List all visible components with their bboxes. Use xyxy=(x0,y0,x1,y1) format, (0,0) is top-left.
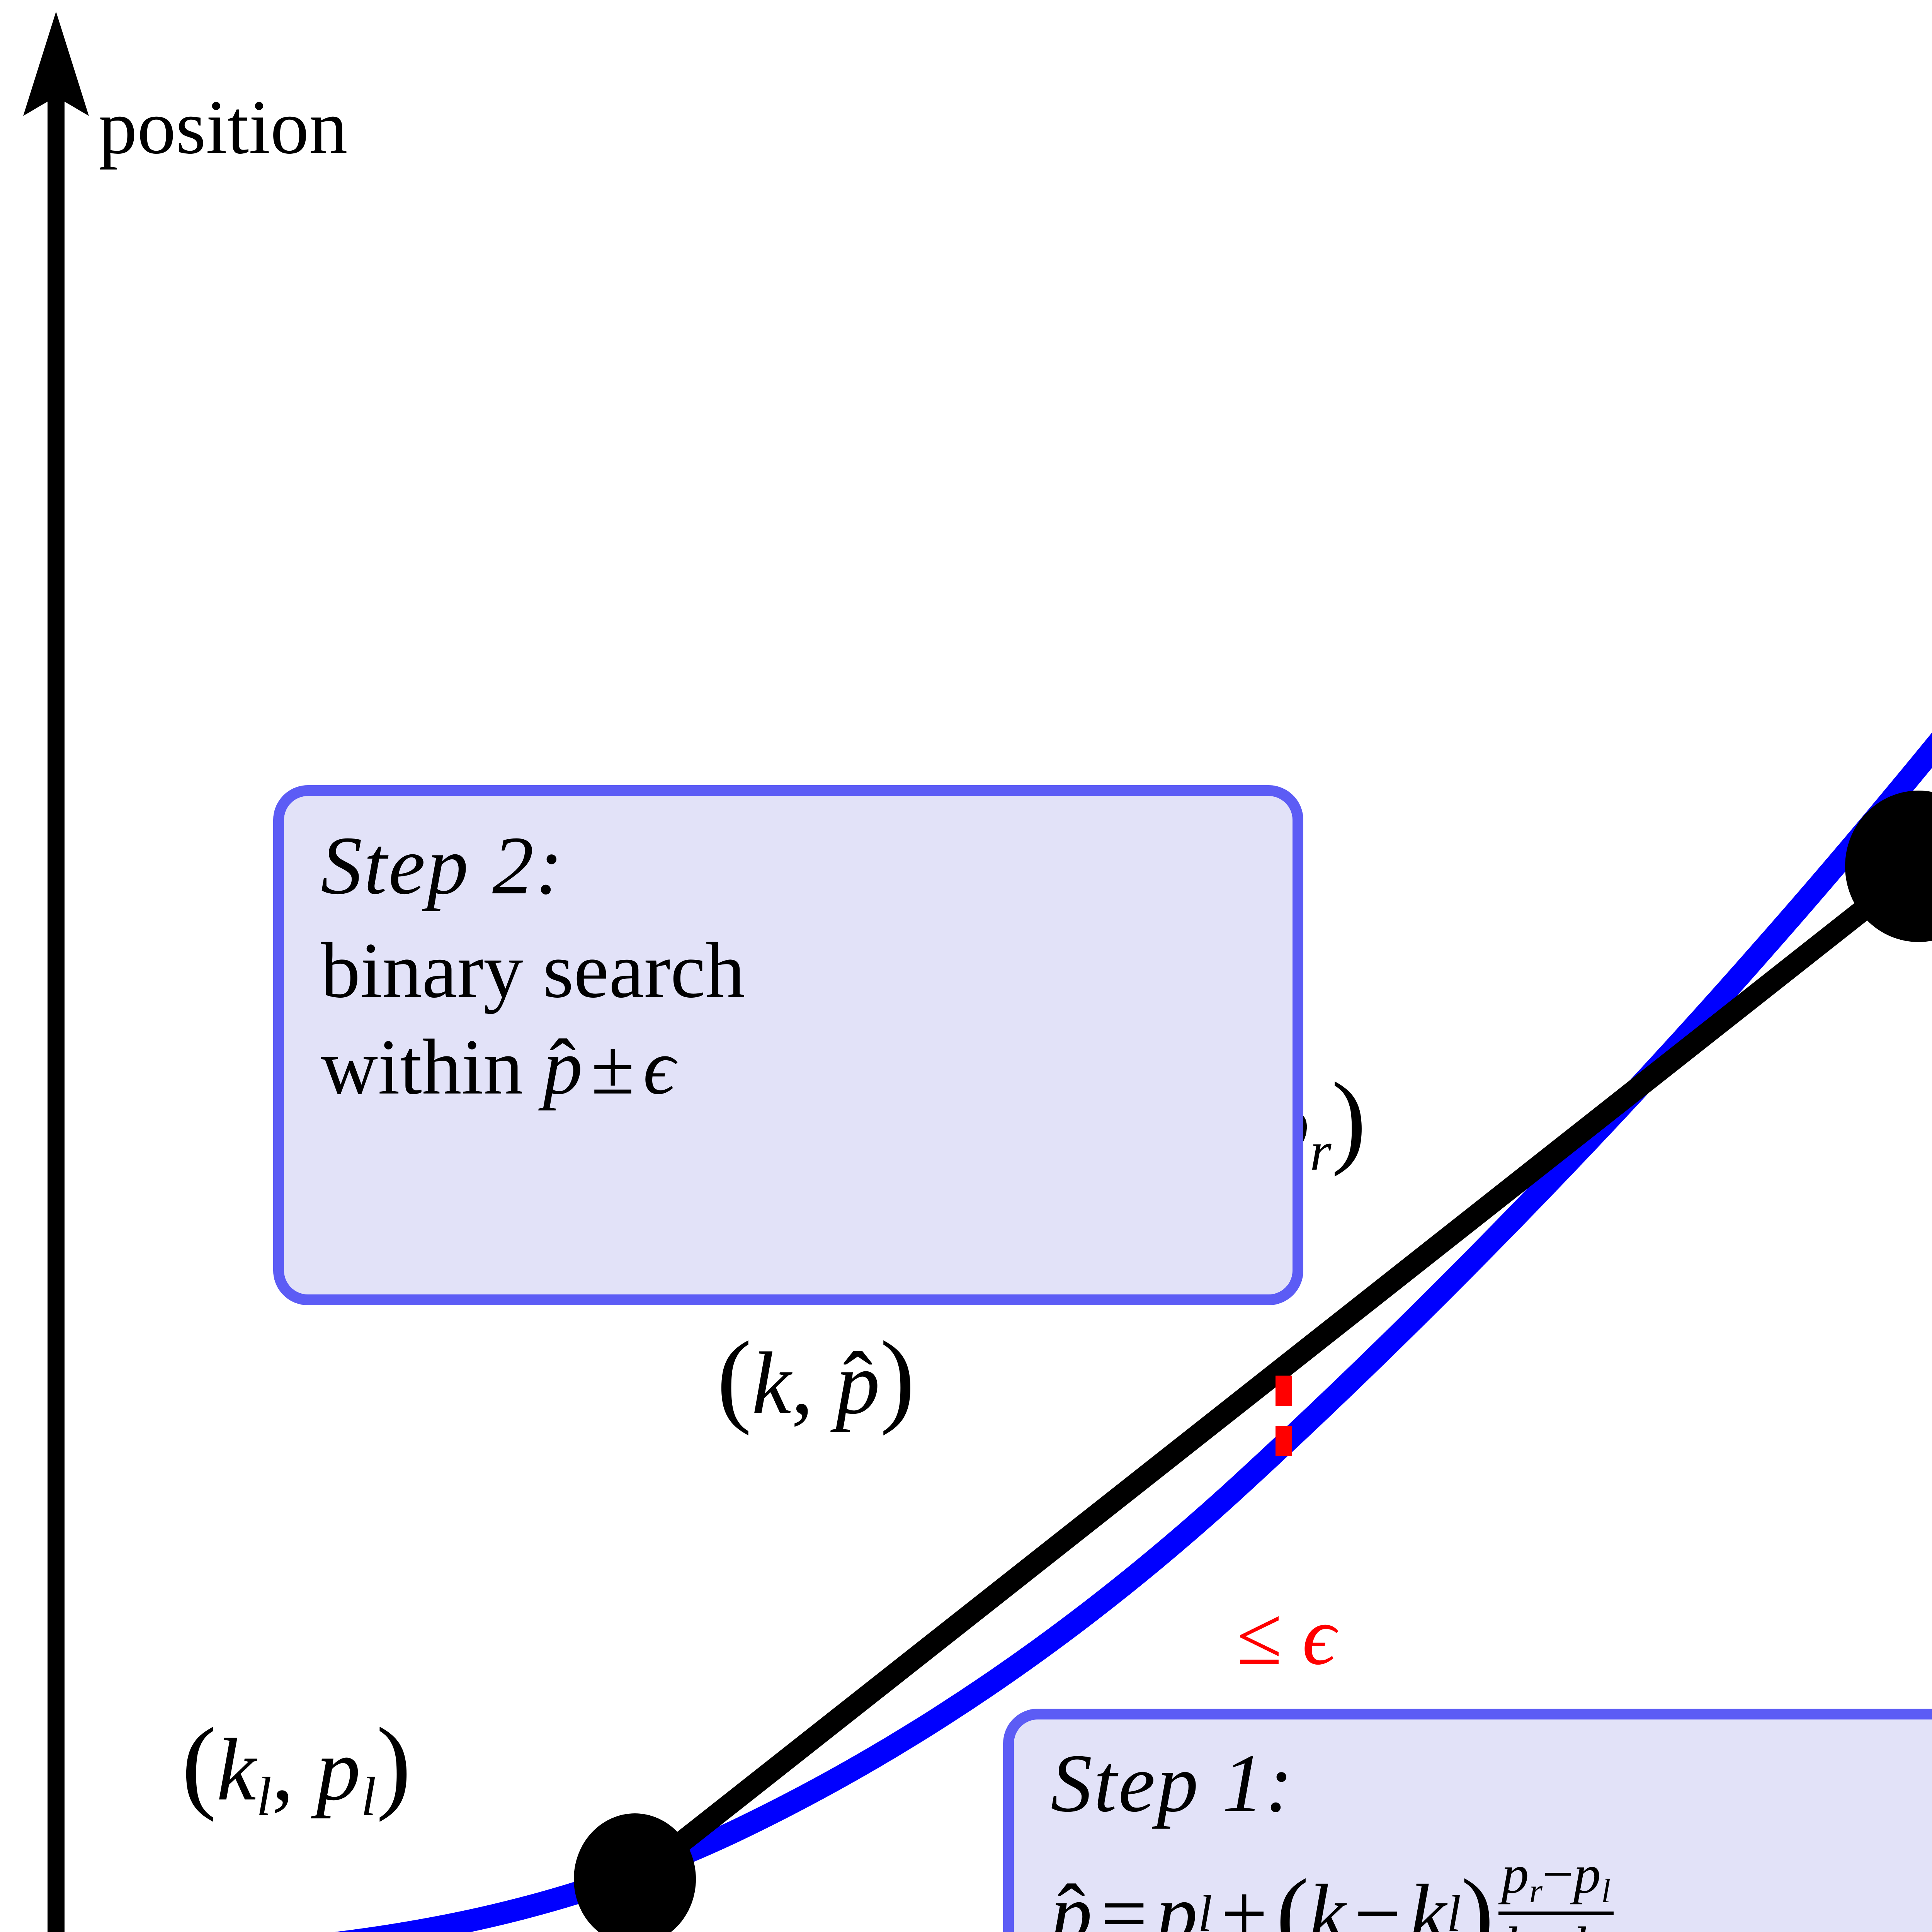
k-subscript: l xyxy=(256,1765,272,1827)
y-axis xyxy=(23,12,89,1932)
k-left-subscript: l xyxy=(1447,1884,1461,1932)
step-1-formula: p = pl + ( k − kl ) pr−pl kr−kl xyxy=(1051,1845,1932,1932)
k-symbol: k xyxy=(1309,1867,1346,1932)
minus-symbol: − xyxy=(1354,1867,1401,1932)
fraction-denominator: kr−kl xyxy=(1502,1915,1611,1932)
within-text: within xyxy=(321,1023,543,1111)
interpolation-segment xyxy=(624,855,1929,1890)
step-2-line-1: binary search xyxy=(321,927,745,1015)
less-equal-symbol: ≤ xyxy=(1236,1590,1282,1682)
left-anchor-point xyxy=(574,1813,696,1932)
plus-minus-symbol: ± xyxy=(591,1023,635,1111)
plus-symbol: + xyxy=(1221,1867,1268,1932)
step-1-title: Step 1: xyxy=(1051,1737,1295,1829)
comma: , xyxy=(272,1720,316,1819)
minus-symbol: − xyxy=(1543,1916,1573,1932)
right-anchor-point xyxy=(1845,791,1932,942)
paren-open: ( xyxy=(717,1320,752,1436)
p-left-subscript: l xyxy=(1198,1884,1213,1932)
step-2-title: Step 2: xyxy=(321,819,565,912)
comma: , xyxy=(791,1334,836,1432)
predicted-point-label: (k, p) xyxy=(717,1325,915,1430)
paren-close: ) xyxy=(1331,1061,1366,1177)
k-symbol: k xyxy=(216,1720,256,1819)
equals-symbol: = xyxy=(1100,1867,1148,1932)
epsilon-bound-annotation: ≤ϵ xyxy=(1236,1588,1336,1684)
paren-close: ) xyxy=(880,1320,915,1436)
slope-fraction: pr−pl kr−kl xyxy=(1498,1845,1614,1932)
pr-symbol: p xyxy=(1501,1844,1529,1905)
kr-symbol: k xyxy=(1505,1916,1529,1932)
minus-symbol: − xyxy=(1542,1844,1573,1905)
p-subscript: l xyxy=(361,1765,376,1827)
epsilon-symbol: ϵ xyxy=(1302,1590,1336,1682)
pl-subscript: l xyxy=(1601,1872,1611,1910)
kl-symbol: k xyxy=(1573,1916,1598,1932)
pl-symbol: p xyxy=(1573,1844,1601,1905)
p-hat-symbol: p xyxy=(835,1339,880,1428)
paren-open: ( xyxy=(1276,1859,1309,1932)
fraction-bar xyxy=(1498,1912,1614,1915)
p-symbol: p xyxy=(316,1720,361,1819)
step-2-line-2: within p±ϵ xyxy=(321,1019,1293,1116)
p-subscript: r xyxy=(1310,1120,1332,1182)
k-left-symbol: k xyxy=(1409,1867,1447,1932)
paren-close: ) xyxy=(1461,1859,1494,1932)
left-anchor-label: (kl, pl) xyxy=(182,1712,411,1824)
fraction-numerator: pr−pl xyxy=(1498,1845,1614,1912)
p-left-symbol: p xyxy=(1156,1867,1198,1932)
step-1-callout: Step 1: p = pl + ( k − kl ) pr−pl kr−kl xyxy=(1003,1709,1932,1932)
paren-open: ( xyxy=(182,1706,217,1822)
k-symbol: k xyxy=(752,1334,791,1432)
p-hat-symbol: p xyxy=(543,1019,583,1116)
pr-subscript: r xyxy=(1529,1872,1543,1910)
paren-close: ) xyxy=(376,1706,412,1822)
step-2-callout: Step 2: binary search within p±ϵ xyxy=(273,785,1303,1305)
epsilon-symbol: ϵ xyxy=(643,1023,675,1111)
y-axis-label: position xyxy=(99,85,348,170)
p-hat-symbol: p xyxy=(1051,1866,1092,1932)
